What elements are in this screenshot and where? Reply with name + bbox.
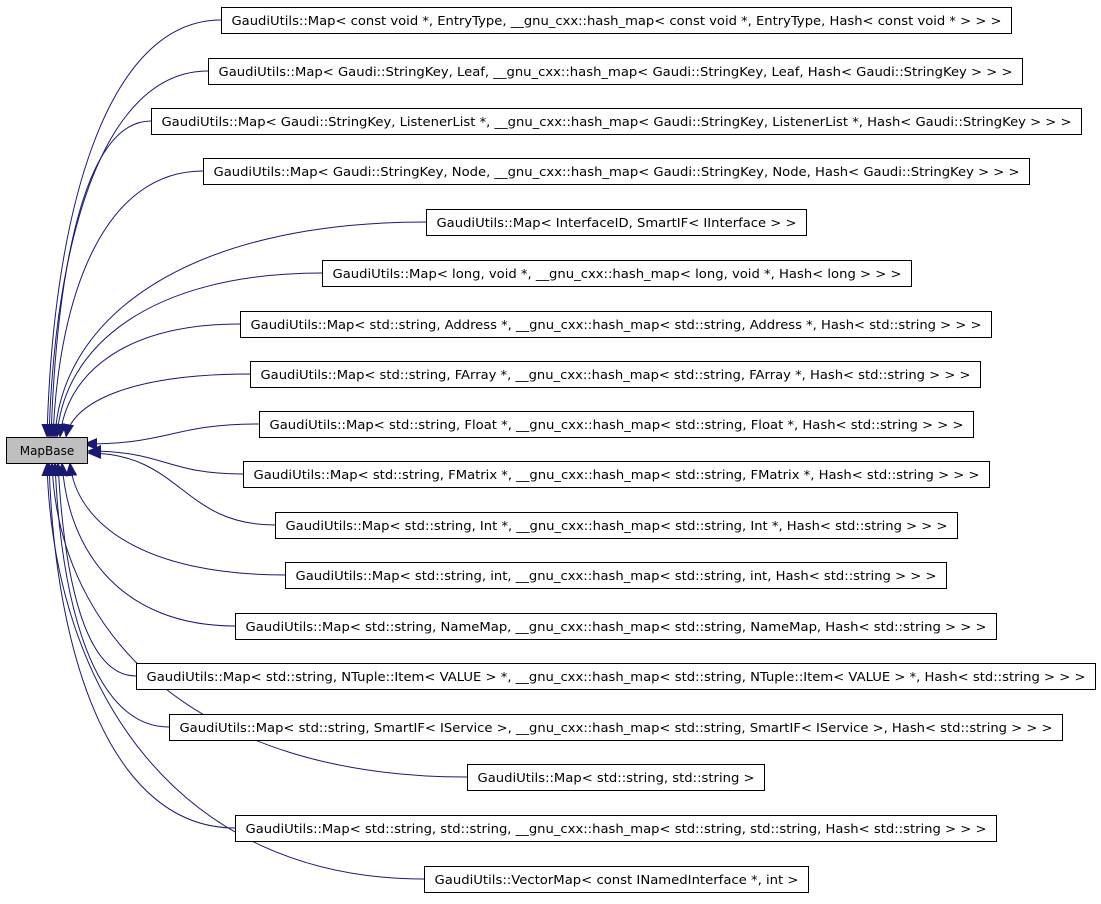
node-label: GaudiUtils::Map< std::string, NTuple::It… (147, 670, 1086, 684)
node-label: GaudiUtils::Map< std::string, std::strin… (478, 771, 755, 785)
edges-layer (41, 19, 468, 880)
node-child-3[interactable]: GaudiUtils::Map< Gaudi::StringKey, Node,… (203, 158, 1030, 185)
node-box (467, 764, 765, 791)
node-label: GaudiUtils::VectorMap< const INamedInter… (435, 873, 799, 887)
node-box (285, 562, 947, 589)
node-child-14[interactable]: GaudiUtils::Map< std::string, SmartIF< I… (169, 714, 1063, 741)
node-box (322, 260, 912, 287)
node-label: GaudiUtils::Map< std::string, Int *, __g… (286, 519, 948, 533)
node-label: GaudiUtils::Map< std::string, FArray *, … (261, 368, 971, 382)
node-label: GaudiUtils::Map< Gaudi::StringKey, Leaf,… (219, 65, 1013, 79)
node-child-1[interactable]: GaudiUtils::Map< Gaudi::StringKey, Leaf,… (208, 58, 1023, 85)
node-label: GaudiUtils::Map< std::string, Address *,… (251, 318, 982, 332)
inheritance-edge (45, 120, 152, 438)
node-child-12[interactable]: GaudiUtils::Map< std::string, NameMap, _… (235, 613, 997, 640)
node-child-6[interactable]: GaudiUtils::Map< std::string, Address *,… (240, 311, 992, 338)
node-box (275, 512, 958, 539)
node-child-11[interactable]: GaudiUtils::Map< std::string, int, __gnu… (285, 562, 947, 589)
inheritance-edge (65, 462, 286, 576)
node-label: GaudiUtils::Map< std::string, Float *, _… (270, 418, 964, 432)
node-child-17[interactable]: GaudiUtils::VectorMap< const INamedInter… (424, 866, 809, 893)
node-box (136, 663, 1096, 690)
inheritance-edge (62, 373, 251, 438)
node-box (203, 158, 1030, 185)
inheritance-edge (52, 462, 137, 677)
node-label: GaudiUtils::Map< long, void *, __gnu_cxx… (333, 267, 902, 281)
node-child-7[interactable]: GaudiUtils::Map< std::string, FArray *, … (250, 361, 981, 388)
inheritance-edge (83, 423, 260, 450)
node-child-5[interactable]: GaudiUtils::Map< long, void *, __gnu_cxx… (322, 260, 912, 287)
node-child-9[interactable]: GaudiUtils::Map< std::string, FMatrix *,… (243, 461, 990, 488)
node-box (240, 311, 992, 338)
node-child-13[interactable]: GaudiUtils::Map< std::string, NTuple::It… (136, 663, 1096, 690)
node-child-10[interactable]: GaudiUtils::Map< std::string, Int *, __g… (275, 512, 958, 539)
node-label: GaudiUtils::Map< std::string, FMatrix *,… (254, 468, 980, 482)
node-label: GaudiUtils::Map< Gaudi::StringKey, Liste… (162, 115, 1072, 129)
inheritance-edge (56, 462, 236, 627)
node-label: GaudiUtils::Map< std::string, NameMap, _… (246, 620, 987, 634)
inheritance-edge (87, 447, 276, 526)
node-label: GaudiUtils::Map< std::string, int, __gnu… (296, 569, 937, 583)
node-mapbase[interactable]: MapBase (6, 437, 88, 464)
node-child-4[interactable]: GaudiUtils::Map< InterfaceID, SmartIF< I… (426, 209, 807, 236)
node-label: GaudiUtils::Map< std::string, std::strin… (246, 822, 987, 836)
inheritance-edge (41, 462, 425, 880)
inheritance-edge (43, 462, 236, 829)
node-label: GaudiUtils::Map< InterfaceID, SmartIF< I… (437, 216, 797, 230)
inheritance-edge (87, 445, 244, 475)
node-label: GaudiUtils::Map< Gaudi::StringKey, Node,… (214, 165, 1020, 179)
node-label: MapBase (20, 444, 75, 458)
inheritance-edge (47, 170, 204, 438)
node-child-2[interactable]: GaudiUtils::Map< Gaudi::StringKey, Liste… (151, 108, 1082, 135)
node-child-16[interactable]: GaudiUtils::Map< std::string, std::strin… (235, 815, 997, 842)
node-label: GaudiUtils::Map< std::string, SmartIF< I… (180, 721, 1053, 735)
node-box (426, 209, 807, 236)
node-child-8[interactable]: GaudiUtils::Map< std::string, Float *, _… (259, 411, 974, 438)
inheritance-edge (55, 323, 241, 438)
inheritance-edge (43, 70, 209, 438)
node-box (243, 461, 990, 488)
node-box (235, 613, 997, 640)
node-box (250, 361, 981, 388)
node-box (424, 866, 809, 893)
inheritance-edge (51, 272, 323, 438)
node-box (169, 714, 1063, 741)
node-child-15[interactable]: GaudiUtils::Map< std::string, std::strin… (467, 764, 765, 791)
node-box (208, 58, 1023, 85)
node-child-0[interactable]: GaudiUtils::Map< const void *, EntryType… (221, 7, 1012, 34)
node-box (151, 108, 1082, 135)
node-box (259, 411, 974, 438)
nodes-layer: MapBase GaudiUtils::Map< const void *, En… (6, 7, 1096, 893)
inheritance-edge (41, 19, 222, 438)
node-box (6, 437, 88, 464)
node-box (221, 7, 1012, 34)
node-label: GaudiUtils::Map< const void *, EntryType… (232, 14, 1002, 28)
node-box (235, 815, 997, 842)
inheritance-edge (49, 221, 427, 438)
